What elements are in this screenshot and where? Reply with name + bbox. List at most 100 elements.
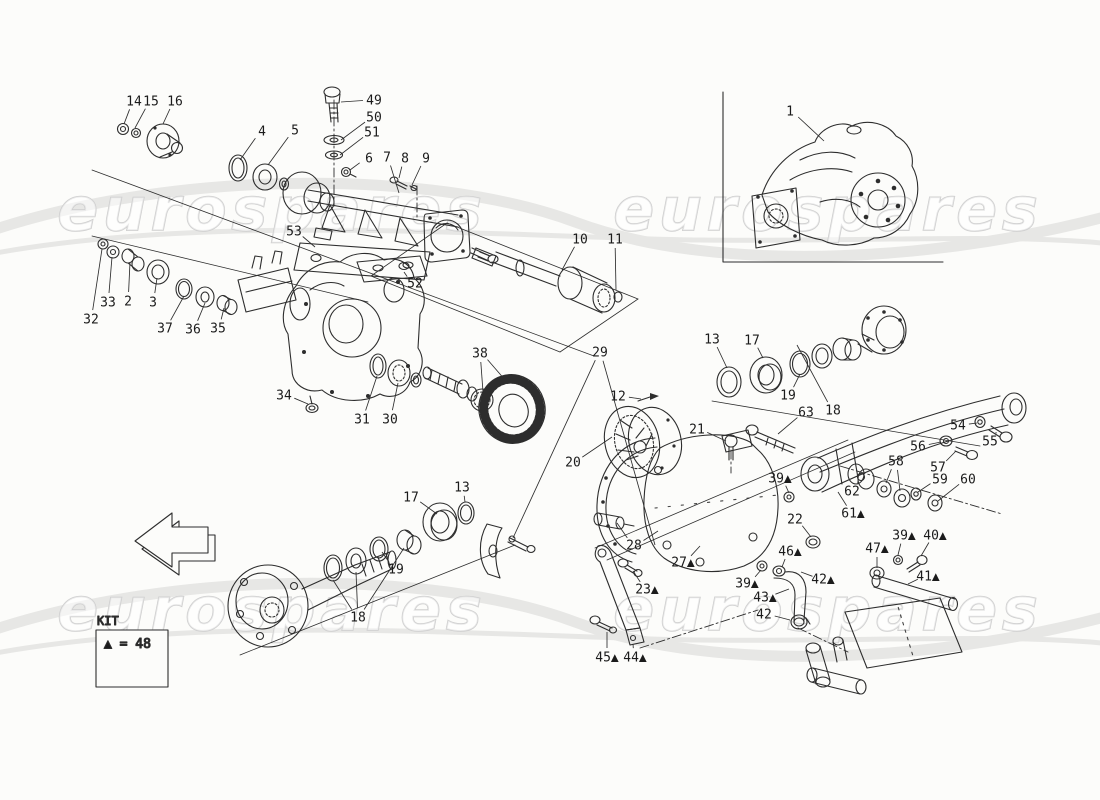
leader-line xyxy=(381,551,390,563)
part-label: 4 xyxy=(258,125,266,140)
part-label: 43▲ xyxy=(753,591,777,606)
leader-line xyxy=(793,373,801,388)
part-label: 53 xyxy=(286,225,302,240)
part-label: 5 xyxy=(291,124,299,139)
part-label: 52 xyxy=(407,277,423,292)
leader-line xyxy=(582,436,613,458)
support-strap-group xyxy=(589,544,645,646)
diff-gear-cluster xyxy=(603,393,683,479)
leader-line xyxy=(339,136,364,156)
part-label: 16 xyxy=(167,95,183,110)
leader-line xyxy=(391,382,399,411)
leader-line xyxy=(419,501,438,515)
leader-line xyxy=(632,570,641,583)
leader-line xyxy=(134,108,146,129)
leader-line xyxy=(267,136,289,166)
leader-line xyxy=(561,246,575,271)
part-label: 55 xyxy=(982,435,998,450)
leader-line xyxy=(197,302,206,321)
leader-line xyxy=(775,588,790,595)
leader-line xyxy=(800,571,813,577)
part-label: 30 xyxy=(382,413,398,428)
leader-line xyxy=(628,396,642,400)
leader-line xyxy=(108,256,113,294)
leader-line xyxy=(365,375,378,411)
part-label: 23▲ xyxy=(635,583,659,598)
leader-line xyxy=(897,543,902,556)
leader-line xyxy=(801,525,812,538)
differential-housing xyxy=(237,250,425,414)
part-label: 34 xyxy=(276,389,292,404)
leader-line xyxy=(885,469,892,484)
leader-line xyxy=(602,360,656,546)
oil-cooler-group xyxy=(805,554,963,695)
part-label: 28 xyxy=(626,539,642,554)
watermark-layer: eurospares eurospares eurospares eurospa… xyxy=(0,174,1100,662)
part-label: 56 xyxy=(910,440,926,455)
part-label: 58 xyxy=(888,455,904,470)
part-label: 62 xyxy=(844,485,860,500)
leader-line xyxy=(945,450,957,462)
leader-line xyxy=(707,432,727,442)
leader-line xyxy=(774,615,791,621)
leader-line xyxy=(785,485,790,494)
leader-line xyxy=(757,347,764,359)
part-label: 8 xyxy=(401,152,409,167)
part-label: 50 xyxy=(366,111,382,126)
assembled-unit-inset xyxy=(722,91,944,263)
leader-line xyxy=(643,530,659,541)
part-label: 44▲ xyxy=(623,651,647,666)
part-label: 39▲ xyxy=(768,472,792,487)
part-label: 47▲ xyxy=(865,542,889,557)
part-label: 33 xyxy=(100,296,116,311)
part-label: 39▲ xyxy=(892,529,916,544)
part-label: 59 xyxy=(932,473,948,488)
leader-line xyxy=(512,360,596,539)
leader-line xyxy=(294,397,309,405)
kit-title: KIT xyxy=(97,614,119,628)
part-label: 29 xyxy=(592,346,608,361)
part-label: 14 xyxy=(126,95,142,110)
leader-line xyxy=(162,108,171,125)
leader-line xyxy=(928,441,942,445)
kit-legend: KIT ▲ = 48 xyxy=(95,613,169,688)
leader-line xyxy=(123,109,130,125)
part-label: 13 xyxy=(454,481,470,496)
part-label: 49 xyxy=(366,94,382,109)
part-label: 21 xyxy=(689,423,705,438)
part-label: 42 xyxy=(756,608,772,623)
leader-line xyxy=(837,491,847,506)
part-label: 13 xyxy=(704,333,720,348)
leader-line xyxy=(487,359,507,382)
leader-line xyxy=(968,422,978,425)
leader-line xyxy=(170,295,185,321)
leader-line xyxy=(690,545,701,557)
part-label: 11 xyxy=(607,233,623,248)
left-bearing-chain xyxy=(97,238,238,316)
leader-line xyxy=(355,571,358,609)
part-label: 63 xyxy=(798,406,814,421)
construction-lines xyxy=(91,99,1003,656)
part-label: 45▲ xyxy=(595,651,619,666)
part-label: 60 xyxy=(960,473,976,488)
leader-line xyxy=(332,579,353,610)
leader-line xyxy=(897,469,901,492)
watermark-text: eurospares xyxy=(57,175,486,245)
part-label: 39▲ xyxy=(735,577,759,592)
leader-line xyxy=(614,247,617,291)
part-label: 20 xyxy=(565,456,581,471)
part-label: 37 xyxy=(157,322,173,337)
leader-line xyxy=(349,162,360,171)
part-label: 46▲ xyxy=(778,545,802,560)
leader-line xyxy=(398,166,403,179)
part-label: 36 xyxy=(185,323,201,338)
leader-line xyxy=(796,344,829,403)
leader-line xyxy=(92,248,103,311)
leader-line xyxy=(797,116,825,142)
part-label: 22 xyxy=(787,513,803,528)
leader-line xyxy=(411,165,422,186)
part-label: 54 xyxy=(950,419,966,434)
part-label: 61▲ xyxy=(841,507,865,522)
